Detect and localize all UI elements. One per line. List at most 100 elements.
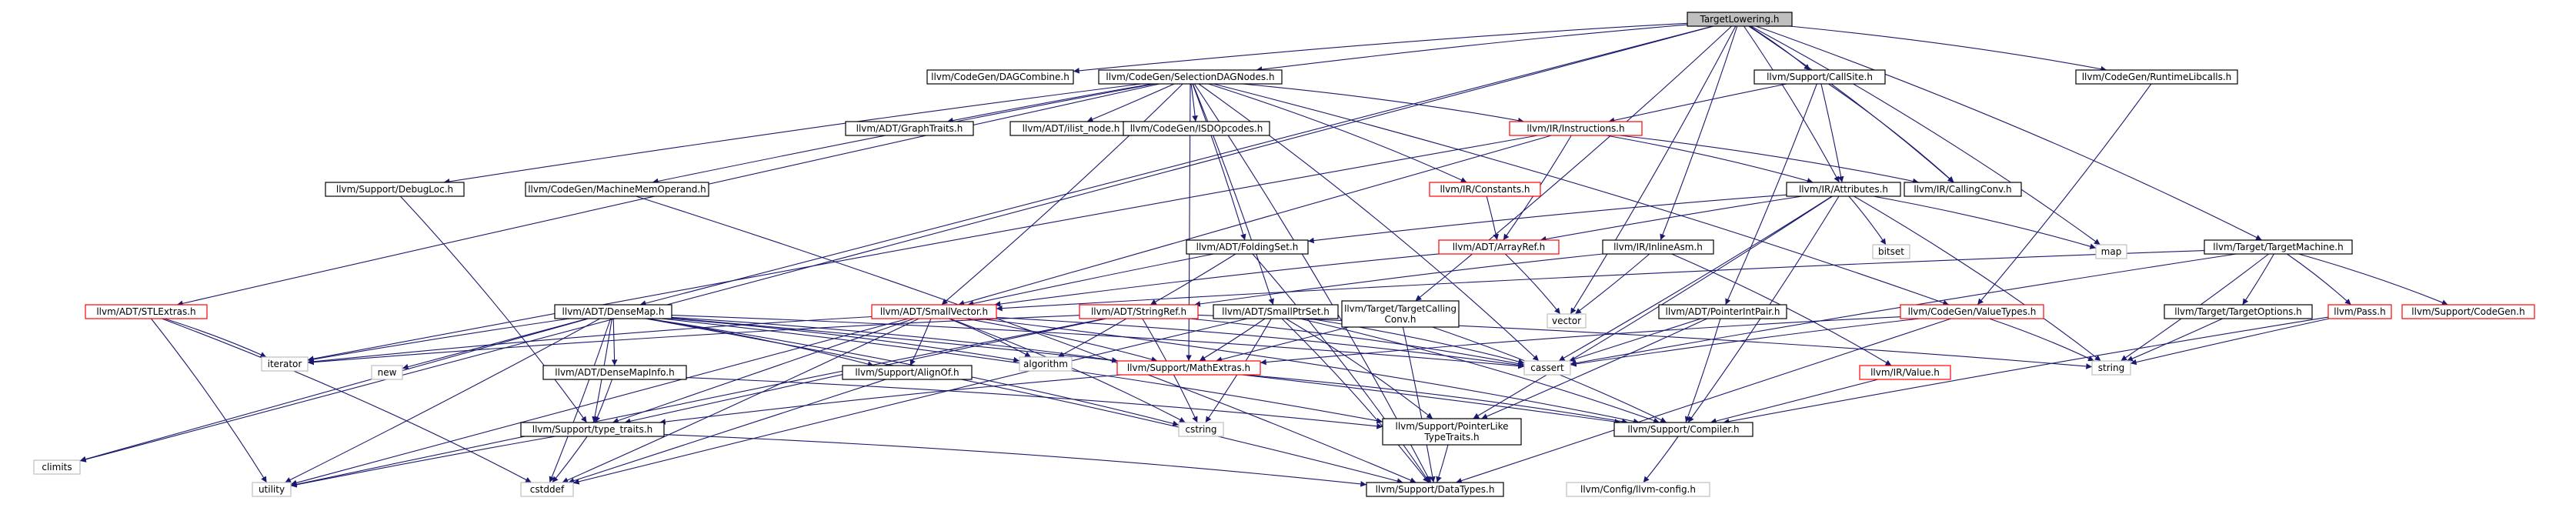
edge-llvm-adt-smallptrset-h-to-llvm-support-mathextras-h [1199,318,1266,362]
edge-llvm-support-pointerlike-typetraits-h-to-llvm-support-datatypes-h [1436,444,1449,483]
node-llvm-support-type-traits-h[interactable]: llvm/Support/type_traits.h [520,422,665,437]
node-label: llvm/CodeGen/MachineMemOperand.h [528,184,706,195]
node-box [1509,121,1643,136]
node-iterator: iterator [261,356,309,372]
edge-llvm-support-mathextras-h-to-llvm-support-compiler-h [1244,374,1628,425]
node-llvm-adt-arrayref-h[interactable]: llvm/ADT/ArrayRef.h [1438,239,1560,255]
node-box [1116,360,1261,376]
node-box [2095,244,2127,259]
node-llvm-pass-h[interactable]: llvm/Pass.h [2327,304,2392,319]
node-label: map [2101,246,2122,257]
node-vector: vector [1547,313,1587,329]
edge-llvm-ir-instructions-h-to-llvm-ir-attributes-h [1606,135,1814,184]
node-llvm-codegen-isdopcodes-h[interactable]: llvm/CodeGen/ISDOpcodes.h [1123,121,1270,136]
node-targetlowering-h[interactable]: TargetLowering.h [1687,12,1793,27]
node-llvm-support-mathextras-h[interactable]: llvm/Support/MathExtras.h [1116,360,1261,376]
node-box [1547,313,1587,329]
edge-llvm-support-callsite-h-to-llvm-adt-pointerintpair-h [1725,83,1817,306]
node-llvm-adt-ilist-node-h[interactable]: llvm/ADT/ilist_node.h [1009,121,1133,136]
node-label: cstddef [530,484,565,495]
edge-arrow [1192,83,1246,241]
node-llvm-codegen-valuetypes-h[interactable]: llvm/CodeGen/ValueTypes.h [1900,304,2044,319]
edge-arrow [1643,436,1679,483]
node-box [1523,360,1571,376]
node-llvm-adt-smallvector-h[interactable]: llvm/ADT/SmallVector.h [871,304,997,319]
node-llvm-target-targetmachine-h[interactable]: llvm/Target/TargetMachine.h [2204,239,2353,255]
edge-llvm-codegen-valuetypes-h-to-cassert [1570,318,1920,367]
edge-llvm-adt-pointerintpair-h-to-llvm-support-pointerlike-typetraits-h [1481,318,1707,419]
node-llvm-support-alignof-h[interactable]: llvm/Support/AlignOf.h [842,365,973,380]
node-label: algorithm [1023,359,1068,369]
edge-arrow [162,318,532,483]
node-llvm-support-datatypes-h[interactable]: llvm/Support/DataTypes.h [1366,482,1504,497]
edge-arrow [285,318,600,483]
node-label: llvm/ADT/SmallPtrSet.h [1222,306,1330,317]
edge-llvm-codegen-selectiondagnodes-h-to-llvm-adt-foldingset-h [1192,83,1246,241]
node-llvm-ir-constants-h[interactable]: llvm/IR/Constants.h [1429,182,1541,197]
node-llvm-codegen-dagcombine-h[interactable]: llvm/CodeGen/DAGCombine.h [926,69,1074,85]
edge-arrow [549,318,612,483]
node-llvm-adt-smallptrset-h[interactable]: llvm/ADT/SmallPtrSet.h [1213,304,1339,319]
node-box [1904,182,2022,197]
edge-arrow [941,83,1183,306]
edge-arrow [290,436,556,488]
node-llvm-support-compiler-h[interactable]: llvm/Support/Compiler.h [1613,422,1753,437]
node-llvm-adt-densemap-h[interactable]: llvm/ADT/DenseMap.h [554,304,672,319]
edge-llvm-adt-stringref-h-to-string [1197,314,2093,369]
edge-arrow [1260,316,1901,366]
node-label: llvm/ADT/PointerIntPair.h [1666,306,1780,317]
node-llvm-adt-graphtraits-h[interactable]: llvm/ADT/GraphTraits.h [845,121,974,136]
node-llvm-adt-densemapinfo-h[interactable]: llvm/ADT/DenseMapInfo.h [542,365,687,380]
edge-llvm-target-targetoptions-h-to-string [2127,318,2223,362]
node-cstring: cstring [1178,422,1224,437]
edge-arrow [1723,316,2329,425]
node-llvm-support-debugloc-h[interactable]: llvm/Support/DebugLoc.h [325,182,465,197]
node-llvm-ir-instructions-h[interactable]: llvm/IR/Instructions.h [1509,121,1643,136]
node-box [1613,422,1753,437]
node-label: llvm/ADT/DenseMap.h [562,306,665,317]
node-llvm-ir-attributes-h[interactable]: llvm/IR/Attributes.h [1786,182,1901,197]
node-llvm-adt-stringref-h[interactable]: llvm/ADT/StringRef.h [1079,304,1199,319]
node-llvm-codegen-runtimelibcalls-h[interactable]: llvm/CodeGen/RuntimeLibcalls.h [2075,69,2238,85]
node-box [1566,482,1710,497]
edge-targetlowering-h-to-llvm-codegen-runtimelibcalls-h [1789,25,2107,72]
edge-targetlowering-h-to-llvm-ir-callingconv-h [1748,25,1954,183]
edge-arrow [1252,253,1430,483]
edge-llvm-adt-densemap-h-to-new [402,318,588,370]
node-llvm-ir-callingconv-h[interactable]: llvm/IR/CallingConv.h [1904,182,2022,197]
node-llvm-support-codegen-h[interactable]: llvm/Support/CodeGen.h [2401,304,2535,319]
node-box [1213,304,1339,319]
node-llvm-codegen-selectiondagnodes-h[interactable]: llvm/CodeGen/SelectionDAGNodes.h [1098,69,1283,85]
node-llvm-ir-value-h[interactable]: llvm/IR/Value.h [1859,365,1951,380]
node-label: llvm/Support/DataTypes.h [1376,484,1495,495]
edge-arrow [1186,83,1192,362]
node-label: llvm/ADT/GraphTraits.h [856,123,963,134]
edge-llvm-adt-foldingset-h-to-llvm-support-datatypes-h [1252,253,1430,483]
edge-llvm-adt-arrayref-h-to-vector [1504,253,1561,315]
edge-targetlowering-h-to-vector [1570,25,1737,315]
node-llvm-codegen-machinememoperand-h[interactable]: llvm/CodeGen/MachineMemOperand.h [525,182,709,197]
edge-llvm-codegen-selectiondagnodes-h-to-llvm-adt-graphtraits-h [946,83,1153,124]
node-llvm-support-callsite-h[interactable]: llvm/Support/CallSite.h [1753,69,1886,85]
node-box [1753,69,1886,85]
node-box [33,459,81,475]
node-llvm-ir-inlineasm-h[interactable]: llvm/IR/InlineAsm.h [1602,239,1714,255]
node-label: bitset [1878,246,1904,257]
node-llvm-adt-foldingset-h[interactable]: llvm/ADT/FoldingSet.h [1186,239,1309,255]
node-box [1900,304,2044,319]
edge-arrow [552,436,588,483]
node-llvm-adt-pointerintpair-h[interactable]: llvm/ADT/PointerIntPair.h [1658,304,1787,319]
edge-arrow [1749,25,1810,71]
node-llvm-adt-stlextras-h[interactable]: llvm/ADT/STLExtras.h [85,304,208,319]
node-box [1602,239,1714,255]
node-climits: climits [33,459,81,475]
node-box [252,482,292,497]
edge-llvm-support-type-traits-h-to-utility [290,436,556,488]
edge-arrow [1190,83,1198,122]
edge-arrow [1828,83,1954,183]
edge-llvm-codegen-selectiondagnodes-h-to-llvm-adt-ilist-node-h [1086,83,1175,122]
node-llvm-target-targetoptions-h[interactable]: llvm/Target/TargetOptions.h [2164,304,2313,319]
node-box [926,69,1074,85]
